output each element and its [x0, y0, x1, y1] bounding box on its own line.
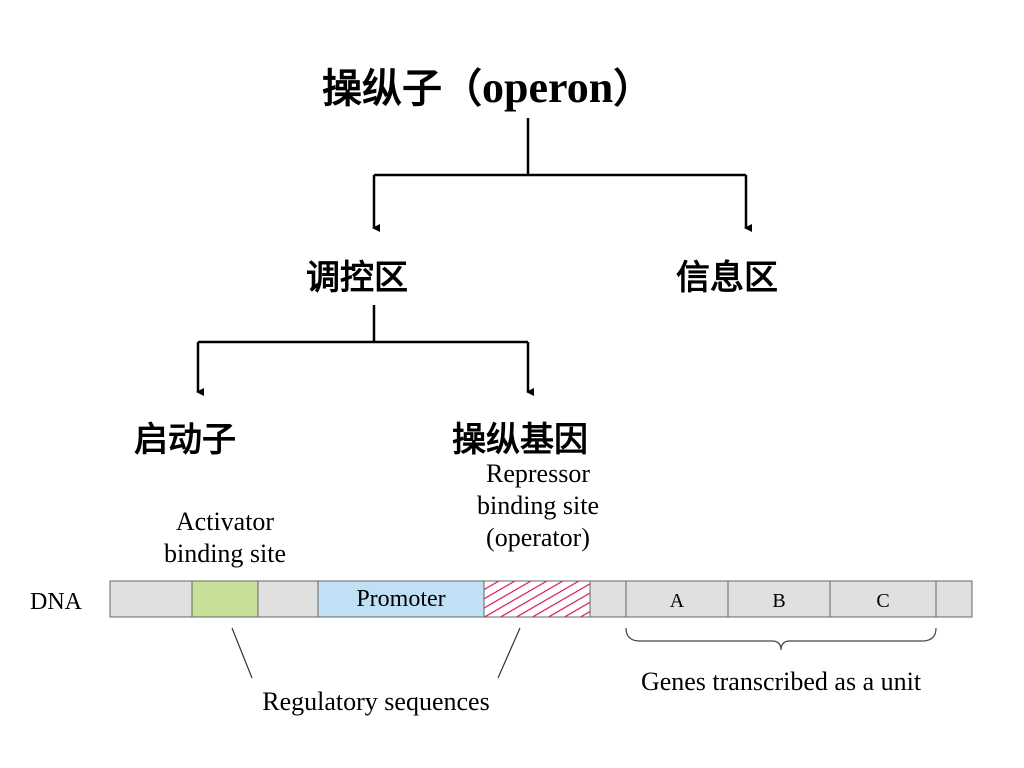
operator-segment: [483, 580, 591, 618]
promoter-label: Promoter: [356, 586, 445, 612]
repressor-label-line2: binding site: [476, 491, 600, 520]
gene-a-label: A: [670, 590, 685, 612]
title-en: operon: [482, 63, 614, 112]
regulatory-pointer-left: [231, 627, 253, 679]
activator-binding-site-label: Activator binding site: [140, 506, 310, 570]
node-regulatory-region: 调控区: [306, 258, 408, 298]
title-cn: 操纵子（: [322, 66, 482, 112]
tree-connectors: [196, 118, 752, 396]
genes-transcribed-caption: Genes transcribed as a unit: [641, 667, 922, 696]
dna-label: DNA: [30, 589, 83, 615]
repressor-label-line1: Repressor: [486, 459, 590, 488]
diagram-title: 操纵子（operon）: [322, 56, 653, 114]
gene-b-label: B: [772, 590, 785, 612]
regulatory-pointer-right: [497, 627, 521, 679]
activator-label-line1: Activator: [175, 507, 275, 536]
activator-label-line2: binding site: [163, 539, 287, 568]
node-operator-gene: 操纵基因: [452, 420, 588, 460]
activator-binding-site: [191, 580, 259, 618]
repressor-label-line3: (operator): [486, 523, 590, 552]
title-close: ）: [613, 66, 654, 112]
node-promoter: 启动子: [134, 420, 236, 460]
node-information-region: 信息区: [676, 258, 778, 298]
gene-c-label: C: [876, 590, 889, 612]
regulatory-sequences-caption: Regulatory sequences: [262, 687, 489, 716]
repressor-binding-site-label: Repressor binding site (operator): [450, 458, 626, 554]
genes-brace: [625, 627, 937, 651]
promoter-segment: [317, 580, 485, 618]
